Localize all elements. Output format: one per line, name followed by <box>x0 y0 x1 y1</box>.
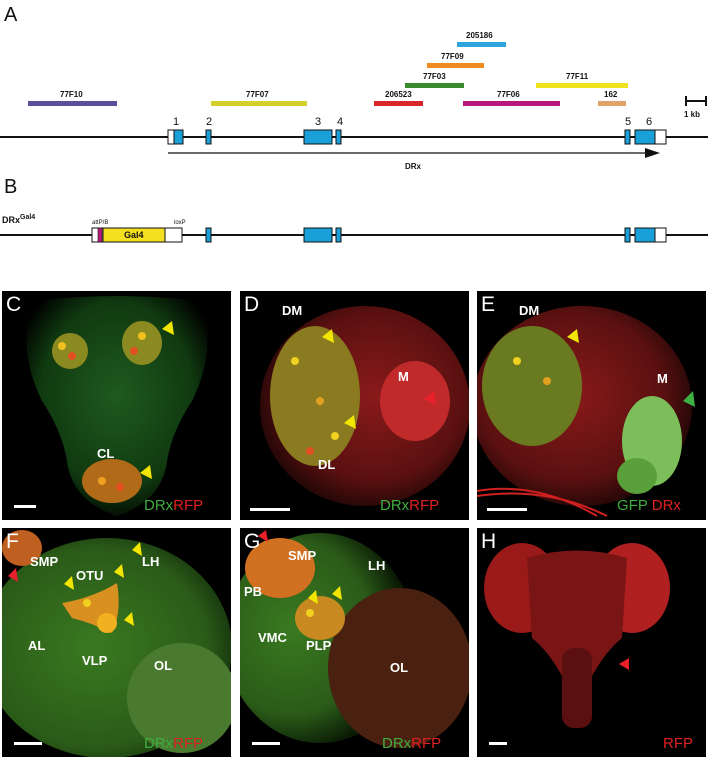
region-ol-f: OL <box>154 658 173 673</box>
exon-number-3: 3 <box>315 116 322 128</box>
legend-c-green: DRx <box>144 497 174 514</box>
bar-label-162: 162 <box>604 90 618 99</box>
bar-label-77F03: 77F03 <box>423 72 446 81</box>
bar-206523 <box>374 101 423 106</box>
bar-77F03 <box>405 83 464 88</box>
legend-e: GFP DRx <box>617 497 681 514</box>
micrograph-c: C CL DRxRFP <box>2 291 231 520</box>
micrograph-d: D DM M DL DRxRFP <box>240 291 469 520</box>
micrograph-e: E DM M GFP DRx <box>477 291 706 520</box>
panel-letter-c: C <box>6 293 22 316</box>
bar-label-77F09: 77F09 <box>441 52 464 61</box>
panel-letter-e: E <box>481 293 496 316</box>
region-smp-g: SMP <box>288 548 317 563</box>
region-plp: PLP <box>306 638 332 653</box>
region-vlp: VLP <box>82 653 108 668</box>
panel-letter-g: G <box>244 530 261 553</box>
scale-bar-e <box>487 508 527 511</box>
region-m-e: M <box>657 371 668 386</box>
region-otu: OTU <box>76 568 104 583</box>
scale-bar-d <box>250 508 290 511</box>
bar-label-77F10: 77F10 <box>60 90 83 99</box>
bar-label-77F11: 77F11 <box>566 72 589 81</box>
bar-77F11 <box>536 83 628 88</box>
bar-label-205186: 205186 <box>466 31 493 40</box>
exon-number-6: 6 <box>646 116 653 128</box>
bar-77F06 <box>463 101 560 106</box>
region-cl: CL <box>97 446 115 461</box>
legend-d-green: DRx <box>380 497 410 514</box>
construct-diagram <box>0 227 708 243</box>
construct-label-sup: Gal4 <box>20 214 36 221</box>
legend-d-red: RFP <box>409 497 440 514</box>
legend-e-red: DRx <box>651 497 681 514</box>
bar-label-77F06: 77F06 <box>497 90 520 99</box>
legend-e-green: GFP <box>617 497 648 514</box>
loxp-label: loxP <box>174 220 186 226</box>
scale-bar-c <box>14 505 36 508</box>
region-m: M <box>398 369 409 384</box>
region-al: AL <box>28 638 46 653</box>
micrograph-g: G SMP LH PB VMC PLP OL DRxRFP <box>240 528 469 757</box>
exon-number-4: 4 <box>337 116 344 128</box>
legend-g: DRxRFP <box>382 735 441 752</box>
scale-bar-h <box>489 742 507 745</box>
exon-number-5: 5 <box>625 116 632 128</box>
legend-g-red: RFP <box>411 735 442 752</box>
panel-letter-d: D <box>244 293 260 316</box>
construct-label: DRxGal4 <box>2 214 35 225</box>
bar-label-206523: 206523 <box>385 90 412 99</box>
region-vmc: VMC <box>258 630 287 645</box>
legend-f-green: DRx <box>144 735 174 752</box>
exon-number-2: 2 <box>206 116 213 128</box>
legend-g-green: DRx <box>382 735 412 752</box>
scale-bar-g <box>252 742 280 745</box>
bar-77F07 <box>211 101 307 106</box>
region-dm: DM <box>282 303 303 318</box>
panel-letter-a: A <box>4 4 18 26</box>
micrograph-f: F SMP OTU LH AL VLP OL DRxRFP <box>2 528 231 757</box>
bar-label-77F07: 77F07 <box>246 90 269 99</box>
bar-77F09 <box>427 63 484 68</box>
region-pb: PB <box>244 584 263 599</box>
legend-c: DRxRFP <box>144 497 203 514</box>
bar-205186 <box>457 42 506 47</box>
panel-letter-b: B <box>4 176 18 198</box>
legend-f: DRxRFP <box>144 735 203 752</box>
legend-h: RFP <box>663 735 693 752</box>
micrograph-h: H RFP <box>477 528 706 757</box>
attp-label: attP/B <box>92 220 109 226</box>
scale-label: 1 kb <box>684 110 701 119</box>
legend-f-red: RFP <box>173 735 204 752</box>
region-lh-g: LH <box>368 558 386 573</box>
region-smp-f: SMP <box>30 554 59 569</box>
panel-letter-f: F <box>6 530 19 553</box>
legend-h-red: RFP <box>663 735 693 752</box>
region-lh-f: LH <box>142 554 160 569</box>
region-dm-e: DM <box>519 303 540 318</box>
legend-c-red: RFP <box>173 497 204 514</box>
gene-map-diagram <box>0 42 708 158</box>
panel-letter-h: H <box>481 530 497 553</box>
legend-d: DRxRFP <box>380 497 439 514</box>
gal4-label: Gal4 <box>124 230 144 240</box>
region-dl: DL <box>318 457 336 472</box>
bar-77F10 <box>28 101 117 106</box>
bar-162 <box>598 101 626 106</box>
scale-bar-f <box>14 742 42 745</box>
exon-number-1: 1 <box>173 116 180 128</box>
construct-label-main: DRx <box>2 215 21 225</box>
region-ol-g: OL <box>390 660 409 675</box>
gene-label-drx: DRx <box>405 162 422 171</box>
